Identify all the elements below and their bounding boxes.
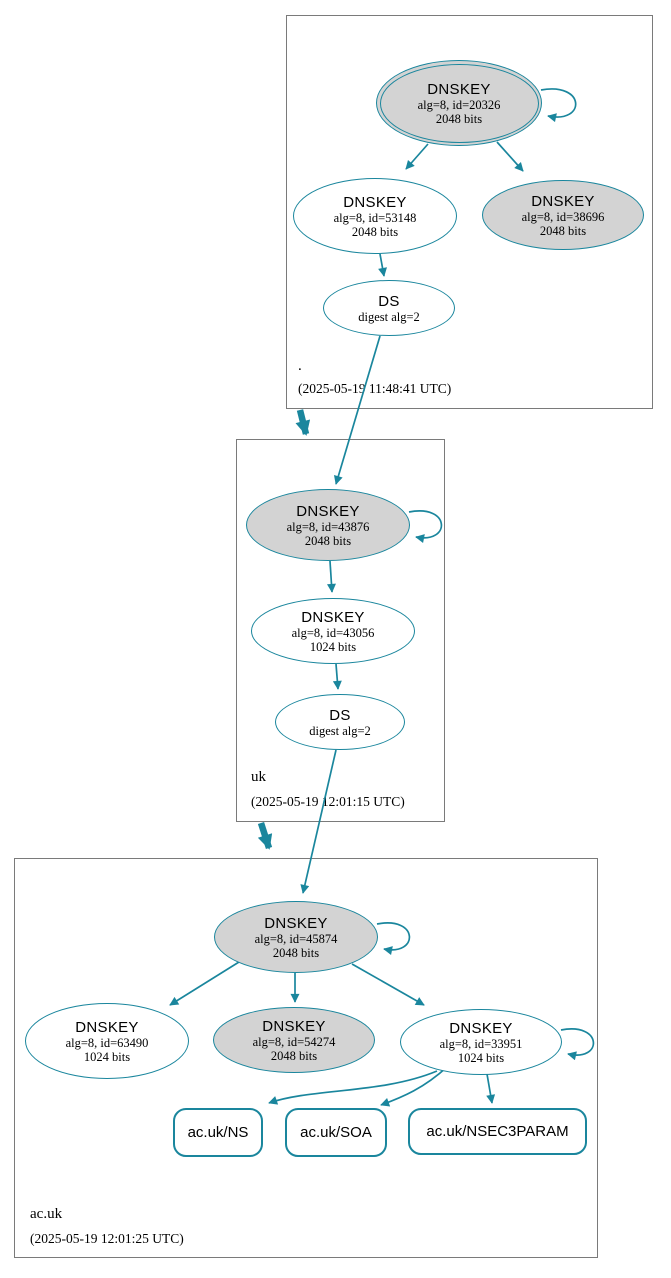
node-attr-bits: 2048 bits (304, 533, 352, 548)
node-attr-bits: 2048 bits (435, 111, 483, 126)
node-title: DS (329, 706, 351, 724)
edge-delegation-root-to-uk (295, 409, 311, 436)
node-attr-bits: 1024 bits (309, 639, 357, 654)
node-title: DNSKEY (75, 1018, 139, 1036)
node-title: DNSKEY (301, 608, 365, 626)
dnskey-node-acuk-key-33951[interactable]: DNSKEY alg=8, id=33951 1024 bits (400, 1009, 562, 1075)
zone-label-ac-uk: ac.uk (30, 1206, 63, 1222)
node-attr-digest: digest alg=2 (309, 723, 371, 738)
node-title: DNSKEY (296, 502, 360, 520)
ds-node-uk[interactable]: DS digest alg=2 (275, 694, 405, 750)
node-attr-bits: 2048 bits (272, 945, 320, 960)
dnskey-node-acuk-key-54274[interactable]: DNSKEY alg=8, id=54274 2048 bits (213, 1007, 375, 1073)
zone-box-root (286, 15, 653, 409)
zone-timestamp-ac-uk: (2025-05-19 12:01:25 UTC) (30, 1231, 184, 1246)
dnskey-node-acuk-ksk-45874[interactable]: DNSKEY alg=8, id=45874 2048 bits (214, 901, 378, 973)
rrset-node-acuk-ns[interactable]: ac.uk/NS (173, 1108, 263, 1157)
node-attr-digest: digest alg=2 (358, 309, 420, 324)
node-attr-alg-id: alg=8, id=33951 (439, 1036, 523, 1051)
node-title: DS (378, 292, 400, 310)
node-attr-bits: 1024 bits (83, 1049, 131, 1064)
zone-timestamp-uk: (2025-05-19 12:01:15 UTC) (251, 794, 405, 809)
node-attr-alg-id: alg=8, id=53148 (333, 210, 417, 225)
node-attr-alg-id: alg=8, id=38696 (521, 209, 605, 224)
zone-label-uk: uk (251, 769, 266, 785)
node-title: DNSKEY (343, 193, 407, 211)
rrset-node-acuk-nsec3param[interactable]: ac.uk/NSEC3PARAM (408, 1108, 587, 1155)
zone-label-root: . (298, 358, 302, 374)
node-attr-alg-id: alg=8, id=43056 (291, 625, 375, 640)
node-attr-bits: 2048 bits (270, 1048, 318, 1063)
edge-delegation-uk-to-acuk (257, 822, 273, 850)
node-attr-alg-id: alg=8, id=63490 (65, 1035, 149, 1050)
ds-node-root[interactable]: DS digest alg=2 (323, 280, 455, 336)
node-attr-bits: 1024 bits (457, 1050, 505, 1065)
dnskey-node-root-key-38696[interactable]: DNSKEY alg=8, id=38696 2048 bits (482, 180, 644, 250)
dnskey-node-uk-zsk-43056[interactable]: DNSKEY alg=8, id=43056 1024 bits (251, 598, 415, 664)
zone-timestamp-root: (2025-05-19 11:48:41 UTC) (298, 381, 452, 396)
node-attr-alg-id: alg=8, id=43876 (286, 519, 370, 534)
dnskey-node-uk-ksk-43876[interactable]: DNSKEY alg=8, id=43876 2048 bits (246, 489, 410, 561)
dnskey-node-acuk-zsk-63490[interactable]: DNSKEY alg=8, id=63490 1024 bits (25, 1003, 189, 1079)
node-title: DNSKEY (262, 1017, 326, 1035)
node-attr-alg-id: alg=8, id=20326 (417, 97, 501, 112)
dnskey-node-root-ksk-20326[interactable]: DNSKEY alg=8, id=20326 2048 bits (376, 60, 542, 146)
node-title: DNSKEY (531, 192, 595, 210)
node-attr-bits: 2048 bits (351, 224, 399, 239)
node-title: DNSKEY (264, 914, 328, 932)
node-attr-bits: 2048 bits (539, 223, 587, 238)
node-attr-alg-id: alg=8, id=45874 (254, 931, 338, 946)
node-title: DNSKEY (427, 80, 491, 98)
node-attr-alg-id: alg=8, id=54274 (252, 1034, 336, 1049)
dnskey-node-root-zsk-53148[interactable]: DNSKEY alg=8, id=53148 2048 bits (293, 178, 457, 254)
node-title: DNSKEY (449, 1019, 513, 1037)
rrset-node-acuk-soa[interactable]: ac.uk/SOA (285, 1108, 387, 1157)
